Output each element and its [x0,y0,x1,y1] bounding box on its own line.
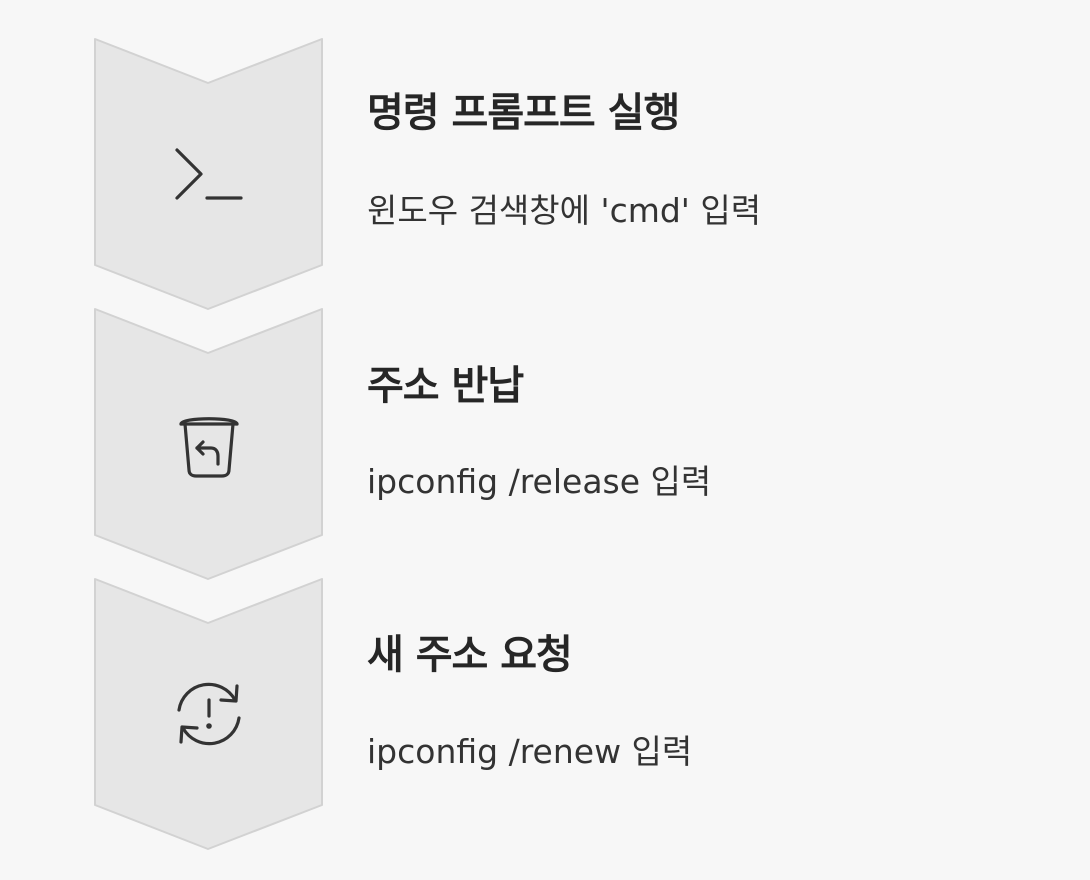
step-1-chevron-shape [94,38,324,310]
refresh-alert-icon [173,678,245,750]
step-2-title: 주소 반납 [367,363,524,409]
step-2-release-address: 주소 반납 ipconfig /release 입력 [0,308,1090,580]
step-1-description: 윈도우 검색창에 'cmd' 입력 [367,191,762,230]
trash-restore-icon [173,408,245,480]
step-3-title: 새 주소 요청 [367,632,573,678]
terminal-prompt-icon [173,140,245,212]
step-2-chevron-shape [94,308,324,580]
step-1-title: 명령 프롬프트 실행 [367,90,680,136]
step-2-description: ipconfig /release 입력 [367,462,712,501]
step-3-description: ipconfig /renew 입력 [367,732,693,771]
step-3-request-new-address: 새 주소 요청 ipconfig /renew 입력 [0,578,1090,850]
step-1-launch-cmd: 명령 프롬프트 실행 윈도우 검색창에 'cmd' 입력 [0,38,1090,310]
